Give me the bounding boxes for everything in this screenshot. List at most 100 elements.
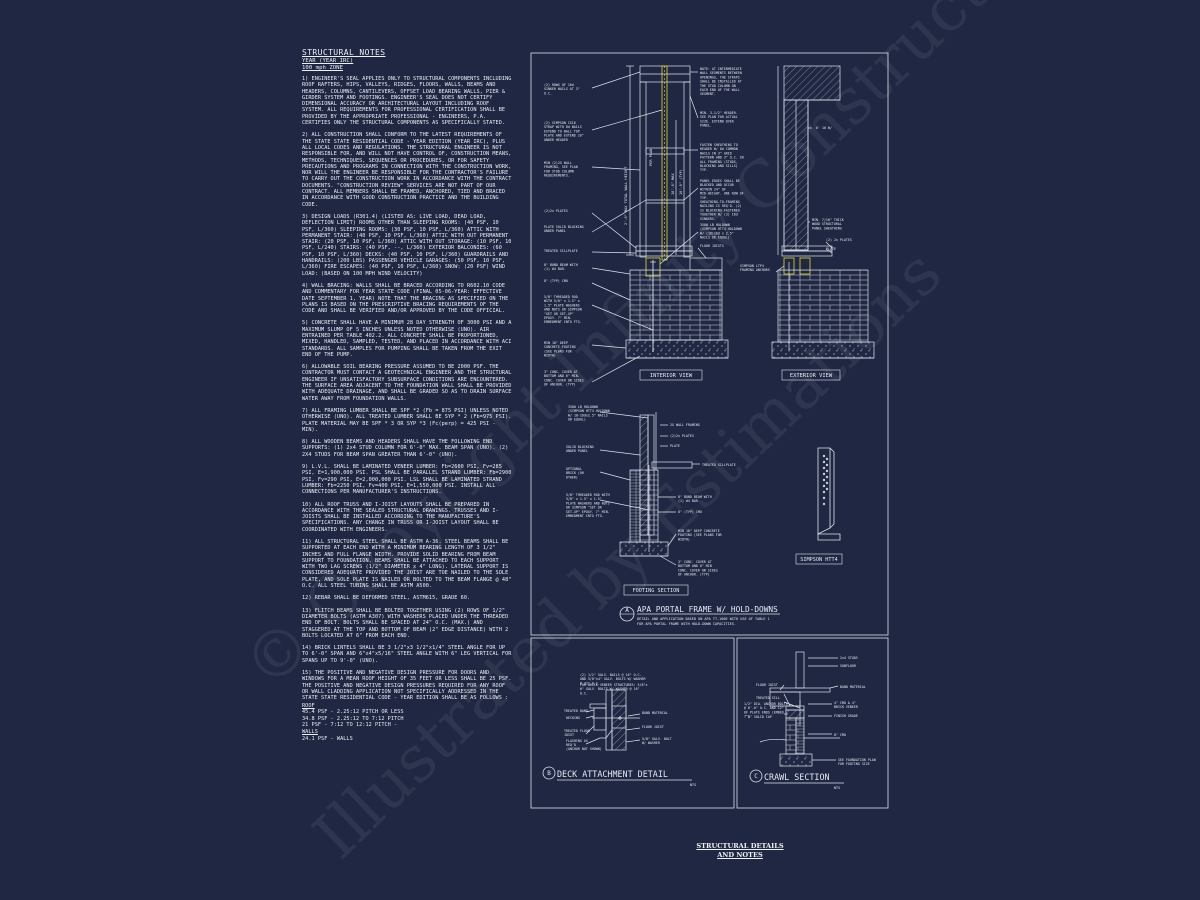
crawl-callout-2: SUBFLOOR [840,664,856,668]
crawl-callout-5: TREATED SILL [756,696,780,700]
detail-a-title: APA PORTAL FRAME W/ HOLD-DOWNS [637,605,778,614]
note-14: 14) BRICK LINTELS SHALL BE 3 1/2"x3 1/2"… [302,645,512,664]
crawl-section-drawing [759,651,840,767]
deck-detail-border [530,637,735,809]
deck-attachment-drawing [585,689,641,751]
portal-left-callout-7: 8" BOND BEAM WITH(1) #4 BAR. [544,263,578,271]
footing-callout-3: (2)2x PLATES [670,434,694,438]
footing-section [599,411,700,566]
deck-detail-scale: NTS [690,783,696,787]
notes-subtitle-year: YEAR (YEAR IRC) [302,58,354,64]
crawl-callout-10: 8" CMU [834,733,846,737]
note-9: 9) L.V.L. SHALL BE LAMINATED VENEER LUMB… [302,464,512,496]
note-5: 5) CONCRETE SHALL HAVE A MINIMUM 28 DAY … [302,320,512,358]
footing-callout-2: 2X WALL FRAMING [670,423,700,427]
detail-c-letter: C [754,773,758,780]
exterior-view-label-box [781,369,841,381]
detail-b-letter: B [547,770,551,777]
deck-callout-9: FLOOR JOIST [642,725,664,729]
walls-label: WALLS [302,728,318,735]
footing-callout-6: TREATED SILLPLATE [702,463,736,467]
crawl-section-title: CRAWL SECTION [764,772,830,782]
simpson-htt4-drawing [817,447,841,541]
note-15: 15) THE POSITIVE AND NEGATIVE DESIGN PRE… [302,670,512,702]
portal-right-callout-1: 6' 10 W/ [816,126,832,130]
footing-callout-10: 8" (TYP) CMU [678,510,702,514]
detail-c-bubble [749,769,763,783]
deck-callout-7: (ANCHOR NOT SHOWN) [566,747,602,751]
note-12: 12) REBAR SHALL BE DEFORMED STEEL, ASTM6… [302,595,471,602]
crawl-callout-9: FINISH GRADE [834,714,858,718]
note-6: 6) ALLOWABLE SOIL BEARING PRESSURE ASSUM… [302,364,512,402]
crawl-callout-8: 4" CMU & 4"BRICK VENEER [834,701,858,709]
simpson-htt4-label-box [795,553,843,565]
detail-a-subtitle-2: FOR APA PORTAL FRAME WITH HOLD-DOWN CAPA… [637,622,736,626]
note-2: 2) ALL CONSTRUCTION SHALL CONFORM TO THE… [302,132,512,208]
note-8: 8) ALL WOODEN BEAMS AND HEADERS SHALL HA… [302,439,509,458]
interior-view-label: INTERIOR VIEW [650,373,693,379]
note-7: 7) ALL FRAMING LUMBER SHALL BE SPF *2 (F… [302,407,512,433]
note-11: 11) ALL STRUCTURAL STEEL SHALL BE ASTM A… [302,539,512,590]
deck-detail-title: DECK ATTACHMENT DETAIL [557,769,668,779]
dim-max: 10'-0" MAX [671,173,675,195]
notes-title: STRUCTURAL NOTES [302,48,386,57]
simpson-htt4-label: SIMPSON HTT4 [800,557,837,563]
roof-line-3: 21 PSF - 7:12 TO 12:12 PITCH - [302,722,398,729]
note-13: 13) FLITCH BEAMS SHALL BE BOLTED TOGETHE… [302,607,509,639]
crawl-callout-1: 2x4 STUDS [840,656,858,660]
portal-left-callout-8: 8" (TYP) CMU [544,279,568,283]
sheet-title-line-2: AND NOTES [717,851,763,859]
roof-line-2: 34.8 PSF - 2.25:12 TO 7:12 PITCH [302,715,404,722]
footing-section-label-box [623,584,689,596]
interior-view [591,65,729,383]
dim-typ: 10'-0" (TYP) [679,169,683,195]
dim-wall-height: 2'-0" MAX TOTAL WALL HEIGHT [624,166,628,225]
portal-left-callout-4: (2)2x PLATES [544,209,568,213]
detail-a-subtitle-1: DETAIL AND APPLICATION BASED ON APA TT-1… [637,617,770,621]
note-1: 1) ENGINEER'S SEAL APPLIES ONLY TO STRUC… [302,76,512,127]
interior-view-label-box [639,369,703,381]
walls-line-1: 24.1 PSF - WALLS [302,735,353,742]
deck-callout-4: DECKING [566,716,580,720]
notes-subtitle-wind: 100 mph ZONE [302,65,344,71]
crawl-callout-7: 8" SOLID CAP [748,715,772,719]
exterior-view-label: EXTERIOR VIEW [790,373,833,379]
crawl-callout-4: BAND MATERIAL [840,685,866,689]
portal-frame-border [530,52,889,636]
dim-per-plan: PER PLAN [649,149,653,166]
note-10: 10) ALL ROOF TRUSS AND I-JOIST LAYOUTS S… [302,501,499,533]
crawl-section-scale: NTS [834,786,840,790]
sheet-title-line-1: STRUCTURAL DETAILS [696,842,784,850]
deck-callout-1: (2) 1/2" GALV. NAILS @ 16" O.C.AND 5/8"x… [580,673,646,685]
detail-a-letter: A [625,607,629,614]
portal-right-callout-4: PLATE [826,247,836,251]
crawl-callout-6: 1/2" DIA. ANCHOR BOLTS@ 6'-0" O.C. AND 1… [744,702,788,719]
footing-callout-4: PLATE [670,444,680,448]
roof-line-1: 45.4 PSF - 2.25:12 PITCH OR LESS [302,709,404,716]
structural-notes: STRUCTURAL NOTES YEAR (YEAR IRC) 100 mph… [302,48,514,742]
portal-mid-callout-6: FLOOR JOISTS [700,244,724,248]
footing-callout-9: 8" BOND BEAM WITH(1) #4 BAR. [678,495,712,503]
sheet-title: STRUCTURAL DETAILS AND NOTES [690,842,790,860]
